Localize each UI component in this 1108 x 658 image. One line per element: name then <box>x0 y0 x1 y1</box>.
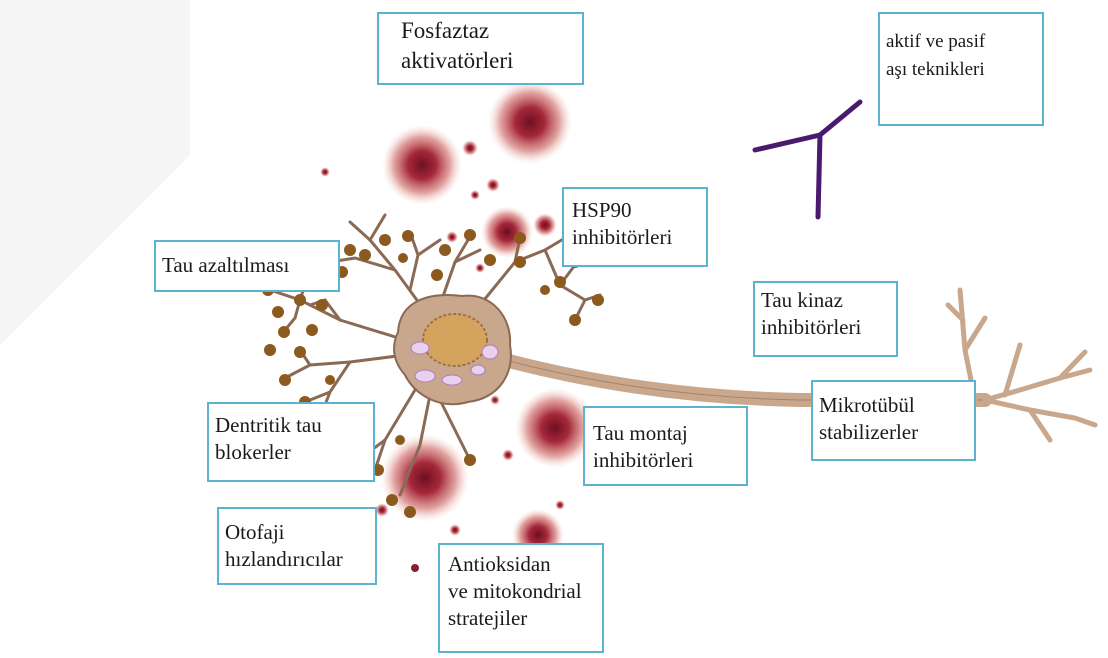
plaque <box>533 213 557 237</box>
plaque <box>381 434 469 522</box>
plaque <box>490 395 500 405</box>
bulb <box>306 324 318 336</box>
plaque <box>411 564 419 572</box>
bulb <box>294 294 306 306</box>
bulb <box>264 344 276 356</box>
plaque <box>320 167 330 177</box>
bulb <box>540 285 550 295</box>
plaque <box>375 503 389 517</box>
mitochondrion <box>471 365 485 375</box>
label-tau-kinaz-inhibitorleri: Tau kinaz inhibitörleri <box>753 281 898 357</box>
bulb <box>569 314 581 326</box>
bulb <box>554 276 566 288</box>
watermark-triangle <box>0 0 190 345</box>
bulb <box>464 229 476 241</box>
label-mikrotubul-stabilizerler: Mikrotübül stabilizerler <box>811 380 976 461</box>
plaque <box>446 231 458 243</box>
plaque <box>486 178 500 192</box>
bulb <box>431 269 443 281</box>
label-line: blokerler <box>215 439 367 466</box>
bulb <box>316 299 328 311</box>
bulb <box>484 254 496 266</box>
bulb <box>395 435 405 445</box>
bulb <box>325 375 335 385</box>
label-line: inhibitörleri <box>761 314 890 341</box>
label-line: aktivatörleri <box>401 46 560 76</box>
label-line: stabilizerler <box>819 419 968 446</box>
label-fosfataz-aktivatorleri: Fosfaztaz aktivatörleri <box>377 12 584 85</box>
bulb <box>294 346 306 358</box>
plaque <box>502 449 514 461</box>
bulb <box>279 374 291 386</box>
label-otofaji-hizlandiricilar: Otofaji hızlandırıcılar <box>217 507 377 585</box>
label-line: Tau montaj <box>593 420 738 447</box>
label-line: ve mitokondrial <box>448 578 594 605</box>
label-line: aktif ve pasif <box>886 28 1036 56</box>
label-line: hızlandırıcılar <box>225 546 369 573</box>
nucleus <box>423 314 487 366</box>
label-line: Antioksidan <box>448 551 594 578</box>
label-line: Tau azaltılması <box>162 252 332 279</box>
label-line: Fosfaztaz <box>401 16 560 46</box>
label-dentritik-tau-blokerler: Dentritik tau blokerler <box>207 402 375 482</box>
bulb <box>514 256 526 268</box>
mitochondrion <box>442 375 462 385</box>
plaque <box>382 125 462 205</box>
label-line: Otofaji <box>225 519 369 546</box>
bulb <box>359 249 371 261</box>
plaque <box>475 263 485 273</box>
bulb <box>386 494 398 506</box>
plaque <box>462 140 478 156</box>
label-line: stratejiler <box>448 605 594 632</box>
bulb <box>404 506 416 518</box>
antibody-icon <box>755 102 860 217</box>
bulb <box>592 294 604 306</box>
plaque <box>488 80 572 164</box>
bulb <box>379 234 391 246</box>
plaque <box>470 190 480 200</box>
label-tau-montaj-inhibitorleri: Tau montaj inhibitörleri <box>583 406 748 486</box>
bulb <box>402 230 414 242</box>
label-line: aşı teknikleri <box>886 56 1036 84</box>
label-tau-azaltilmasi: Tau azaltılması <box>154 240 340 292</box>
bulb <box>344 244 356 256</box>
label-hsp90-inhibitorleri: HSP90 inhibitörleri <box>562 187 708 267</box>
bulb <box>464 454 476 466</box>
label-line: HSP90 <box>572 197 698 224</box>
label-asi-teknikleri: aktif ve pasif aşı teknikleri <box>878 12 1044 126</box>
label-line: Mikrotübül <box>819 392 968 419</box>
plaque <box>481 206 533 258</box>
bulb <box>439 244 451 256</box>
mitochondrion <box>415 370 435 382</box>
bulb <box>278 326 290 338</box>
plaque <box>449 524 461 536</box>
label-line: Tau kinaz <box>761 287 890 314</box>
bulb <box>514 232 526 244</box>
plaque <box>555 500 565 510</box>
mitochondrion <box>411 342 429 354</box>
bulb <box>272 306 284 318</box>
bulb <box>398 253 408 263</box>
mitochondrion <box>482 345 498 359</box>
label-line: Dentritik tau <box>215 412 367 439</box>
label-antioksidan-stratejiler: Antioksidan ve mitokondrial stratejiler <box>438 543 604 653</box>
label-line: inhibitörleri <box>572 224 698 251</box>
label-line: inhibitörleri <box>593 447 738 474</box>
